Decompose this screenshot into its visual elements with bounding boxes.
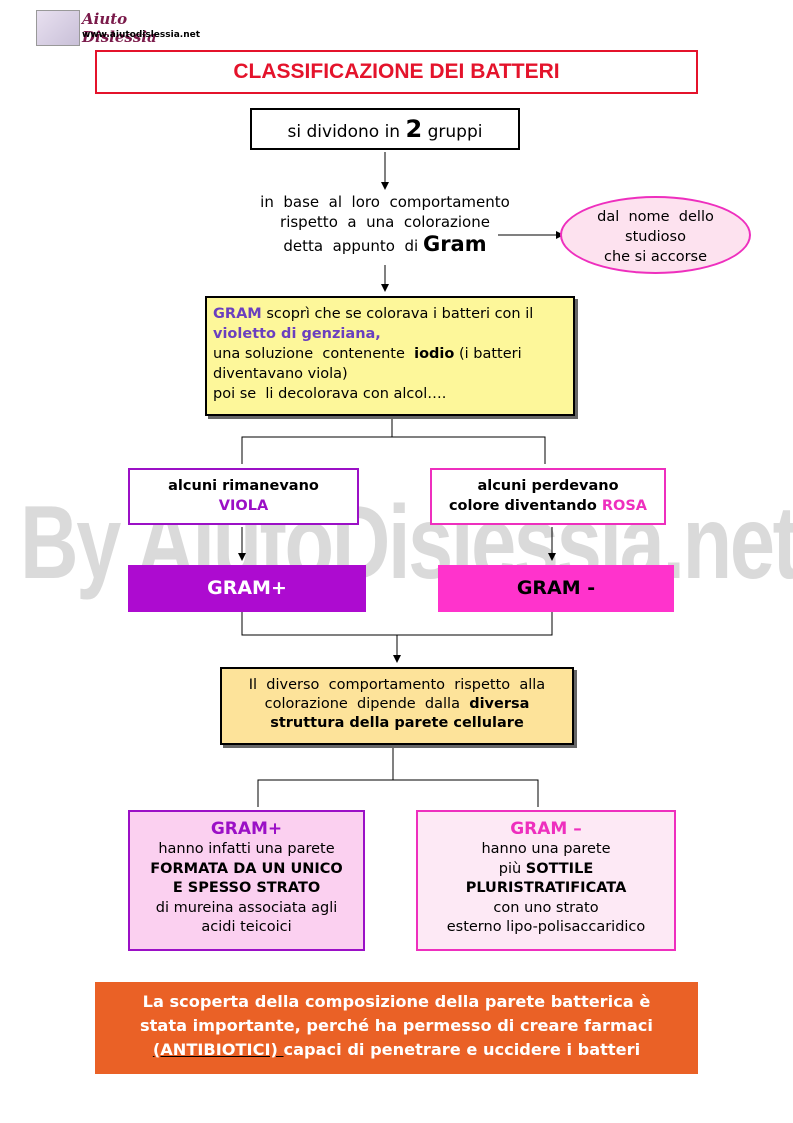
groups-number: 2: [405, 115, 423, 143]
groups-post: gruppi: [427, 122, 483, 142]
gram-line1: GRAM scoprì che se colorava i batteri co…: [213, 304, 567, 324]
join-bottom: [241, 612, 553, 636]
remain-violet-box: alcuni rimanevano VIOLA: [128, 468, 359, 525]
gram-plus-label: GRAM+: [207, 577, 287, 599]
logo: Aiuto Dislessia www.aiutodislessia.net: [36, 8, 200, 46]
structure-box: Il diverso comportamento rispetto alla c…: [220, 667, 574, 745]
conclusion-l2: stata importante, perché ha permesso di …: [140, 1016, 653, 1035]
lose-color-box: alcuni perdevano colore diventando ROSA: [430, 468, 666, 525]
minus-l2: più SOTTILE: [418, 860, 674, 880]
gram-iodio: iodio: [414, 346, 455, 362]
remain-viola: VIOLA: [218, 498, 269, 514]
plus-l1: hanno infatti una parete: [158, 841, 335, 857]
structure-line2a: colorazione dipende dalla: [264, 696, 470, 712]
basis-line1: in base al loro comportamento: [260, 193, 510, 211]
gram-line2: violetto di genziana,: [213, 324, 567, 344]
logo-icon: [36, 10, 80, 46]
gram-word: GRAM: [213, 306, 262, 322]
basis-line2: rispetto a una colorazione: [280, 213, 490, 231]
gram-plus-bar: GRAM+: [128, 565, 366, 612]
conclusion-box: La scoperta della composizione della par…: [95, 982, 698, 1074]
studioso-oval: dal nome dello studioso che si accorse: [560, 196, 751, 274]
plus-l4: di mureina associata agli: [155, 899, 338, 916]
plus-l2: FORMATA DA UN UNICO: [150, 860, 343, 877]
gram-minus-bar: GRAM -: [438, 565, 674, 612]
lose-rosa: ROSA: [601, 498, 648, 514]
logo-url: www.aiutodislessia.net: [82, 30, 201, 40]
logo-title: Aiuto Dislessia: [82, 10, 157, 46]
gram-plus-detail: GRAM+ hanno infatti una parete FORMATA D…: [128, 810, 365, 951]
remain-line1: alcuni rimanevano: [168, 478, 319, 494]
plus-title: GRAM+: [210, 819, 283, 839]
minus-l1: hanno una parete: [481, 841, 611, 857]
page-title-box: CLASSIFICAZIONE DEI BATTERI: [95, 50, 698, 94]
conclusion-l3: (ANTIBIOTICI) capaci di penetrare e ucci…: [95, 1038, 698, 1062]
lose-line1: alcuni perdevano: [477, 478, 619, 494]
gram-text3: (i batteri: [454, 346, 522, 362]
split-top-right: [392, 436, 546, 464]
gram-minus-detail: GRAM – hanno una parete più SOTTILE PLUR…: [416, 810, 676, 951]
oval-line1: dal nome dello: [597, 209, 714, 225]
structure-line3: struttura della parete cellulare: [270, 715, 524, 731]
gram-violet: violetto di genziana,: [213, 326, 381, 342]
minus-title: GRAM –: [510, 819, 582, 839]
basis-gram: Gram: [422, 232, 487, 256]
minus-sottile: SOTTILE: [525, 860, 594, 877]
gram-line3: una soluzione contenente iodio (i batter…: [213, 344, 567, 364]
oval-line3: che si accorse: [603, 249, 708, 265]
minus-l4: con uno strato: [493, 899, 599, 916]
conclusion-l1: La scoperta della composizione della par…: [142, 992, 651, 1011]
lose-line2a: colore diventando: [448, 498, 602, 514]
split-structure-right: [393, 779, 539, 807]
gram-line4: diventavano viola): [213, 366, 348, 382]
minus-l5: esterno lipo-polisaccaridico: [446, 919, 646, 935]
structure-diversa: diversa: [469, 696, 530, 712]
minus-l3: PLURISTRATIFICATA: [465, 880, 627, 896]
split-structure: [257, 746, 394, 807]
plus-l5: acidi teicoici: [201, 919, 292, 935]
basis-line3: detta appunto di: [283, 237, 419, 255]
groups-box: si dividono in 2 gruppi: [250, 108, 520, 150]
page-title: CLASSIFICAZIONE DEI BATTERI: [233, 60, 560, 83]
structure-line2: colorazione dipende dalla diversa: [222, 695, 572, 714]
basis-line3-wrap: detta appunto di Gram: [230, 234, 540, 256]
lose-line2: colore diventando ROSA: [432, 496, 664, 516]
gram-text1: scoprì che se colorava i batteri con il: [261, 306, 534, 322]
conclusion-l3b: capaci di penetrare e uccidere i batteri: [283, 1040, 641, 1059]
gram-line5: poi se li decolorava con alcol….: [213, 386, 447, 402]
structure-line1: Il diverso comportamento rispetto alla: [248, 677, 546, 693]
minus-l2a: più: [498, 860, 526, 877]
basis-text: in base al loro comportamento rispetto a…: [230, 192, 540, 256]
gram-minus-label: GRAM -: [516, 577, 596, 599]
groups-pre: si dividono in: [287, 122, 401, 142]
plus-l3: E SPESSO STRATO: [172, 880, 321, 896]
gram-discovery-box: GRAM scoprì che se colorava i batteri co…: [205, 296, 575, 416]
conclusion-antibiotici: (ANTIBIOTICI): [152, 1040, 284, 1059]
gram-text2: una soluzione contenente: [213, 346, 415, 362]
oval-line2: studioso: [625, 229, 686, 245]
split-top: [241, 416, 393, 464]
